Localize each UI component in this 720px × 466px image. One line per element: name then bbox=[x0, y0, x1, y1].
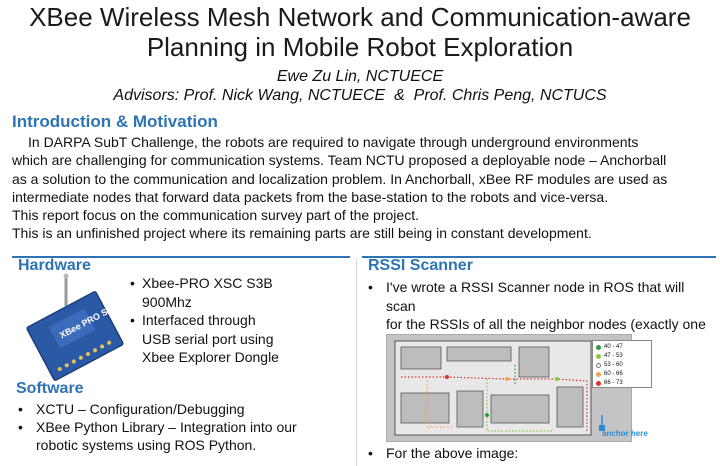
rssi-legend: 40 - 47 47 - 53 53 - 60 60 - 66 66 - 73 bbox=[592, 340, 652, 388]
software-list: XCTU – Configuration/Debugging XBee Pyth… bbox=[14, 400, 344, 454]
software-item-line: robotic systems using ROS Python. bbox=[36, 437, 257, 453]
author-name: Ewe Zu Lin, NCTUECE bbox=[276, 68, 444, 85]
hardware-item-line: 900Mhz bbox=[142, 293, 192, 310]
software-item: XCTU – Configuration/Debugging bbox=[14, 400, 344, 418]
xbee-module-image: XBee PRO S3B bbox=[26, 273, 124, 381]
software-item-line: XBee Python Library – Integration into o… bbox=[36, 419, 297, 435]
rssi-item-line: for the RSSIs of all the neighbor nodes … bbox=[386, 316, 706, 332]
hardware-item-line: Interfaced through bbox=[142, 312, 256, 328]
hardware-item: Xbee-PRO XSC S3B 900Mhz bbox=[130, 274, 350, 311]
anchor-marker bbox=[599, 425, 605, 431]
rssi-rule bbox=[362, 256, 716, 258]
hardware-item-line: Xbee Explorer Dongle bbox=[142, 349, 279, 365]
legend-swatch bbox=[596, 372, 601, 377]
intro-line: intermediate nodes that forward data pac… bbox=[12, 188, 609, 205]
rssi-heading: RSSI Scanner bbox=[368, 257, 473, 274]
legend-label: 53 - 60 bbox=[604, 362, 623, 368]
hardware-item-line: USB serial port using bbox=[142, 330, 274, 347]
authors-block: Ewe Zu Lin, NCTUECE Advisors: Prof. Nick… bbox=[0, 67, 720, 105]
anchor-label: anchor here bbox=[602, 429, 648, 438]
rssi-item-line: For the above image: bbox=[386, 445, 519, 461]
title-line-1: XBee Wireless Mesh Network and Communica… bbox=[29, 2, 691, 32]
hardware-item: Interfaced through USB serial port using… bbox=[130, 311, 350, 367]
advisors: Advisors: Prof. Nick Wang, NCTUECE & Pro… bbox=[113, 87, 607, 104]
legend-swatch bbox=[596, 354, 601, 359]
software-item-line: XCTU – Configuration/Debugging bbox=[36, 401, 245, 417]
rssi-survey-map bbox=[386, 334, 632, 442]
hardware-item-line: Xbee-PRO XSC S3B bbox=[142, 275, 273, 291]
column-divider bbox=[356, 258, 357, 466]
antenna-tip bbox=[63, 273, 69, 279]
legend-row: 53 - 60 bbox=[596, 361, 648, 370]
legend-row: 60 - 66 bbox=[596, 370, 648, 379]
map-drawing bbox=[387, 335, 631, 441]
legend-swatch bbox=[596, 363, 601, 368]
legend-row: 47 - 53 bbox=[596, 352, 648, 361]
hardware-rule bbox=[12, 256, 350, 258]
legend-row: 66 - 73 bbox=[596, 379, 648, 388]
legend-label: 60 - 66 bbox=[604, 371, 623, 377]
rssi-item: For the above image: bbox=[368, 444, 708, 462]
legend-row: 40 - 47 bbox=[596, 343, 648, 352]
pcb-shield bbox=[48, 308, 96, 349]
intro-line: as a solution to the communication and l… bbox=[12, 170, 668, 187]
title-line-2: Planning in Mobile Robot Exploration bbox=[146, 32, 574, 62]
intro-line: which are challenging for communication … bbox=[12, 152, 667, 169]
intro-line: This report focus on the communication s… bbox=[12, 207, 419, 224]
intro-heading: Introduction & Motivation bbox=[12, 112, 218, 131]
rssi-item-line: I've wrote a RSSI Scanner node in ROS th… bbox=[386, 279, 685, 314]
legend-swatch bbox=[596, 345, 601, 350]
rssi-list-2: For the above image: bbox=[368, 444, 708, 462]
software-item: XBee Python Library – Integration into o… bbox=[14, 418, 344, 454]
legend-swatch bbox=[596, 381, 601, 386]
intro-line: In DARPA SubT Challenge, the robots are … bbox=[28, 134, 639, 150]
hardware-heading: Hardware bbox=[18, 257, 91, 274]
poster-title: XBee Wireless Mesh Network and Communica… bbox=[0, 2, 720, 62]
intro-body: In DARPA SubT Challenge, the robots are … bbox=[12, 133, 716, 243]
hardware-list: Xbee-PRO XSC S3B 900Mhz Interfaced throu… bbox=[130, 274, 350, 367]
legend-label: 40 - 47 bbox=[604, 344, 623, 350]
legend-label: 47 - 53 bbox=[604, 353, 623, 359]
intro-line: This is an unfinished project where its … bbox=[12, 225, 592, 242]
software-heading: Software bbox=[16, 380, 84, 397]
legend-label: 66 - 73 bbox=[604, 380, 623, 386]
